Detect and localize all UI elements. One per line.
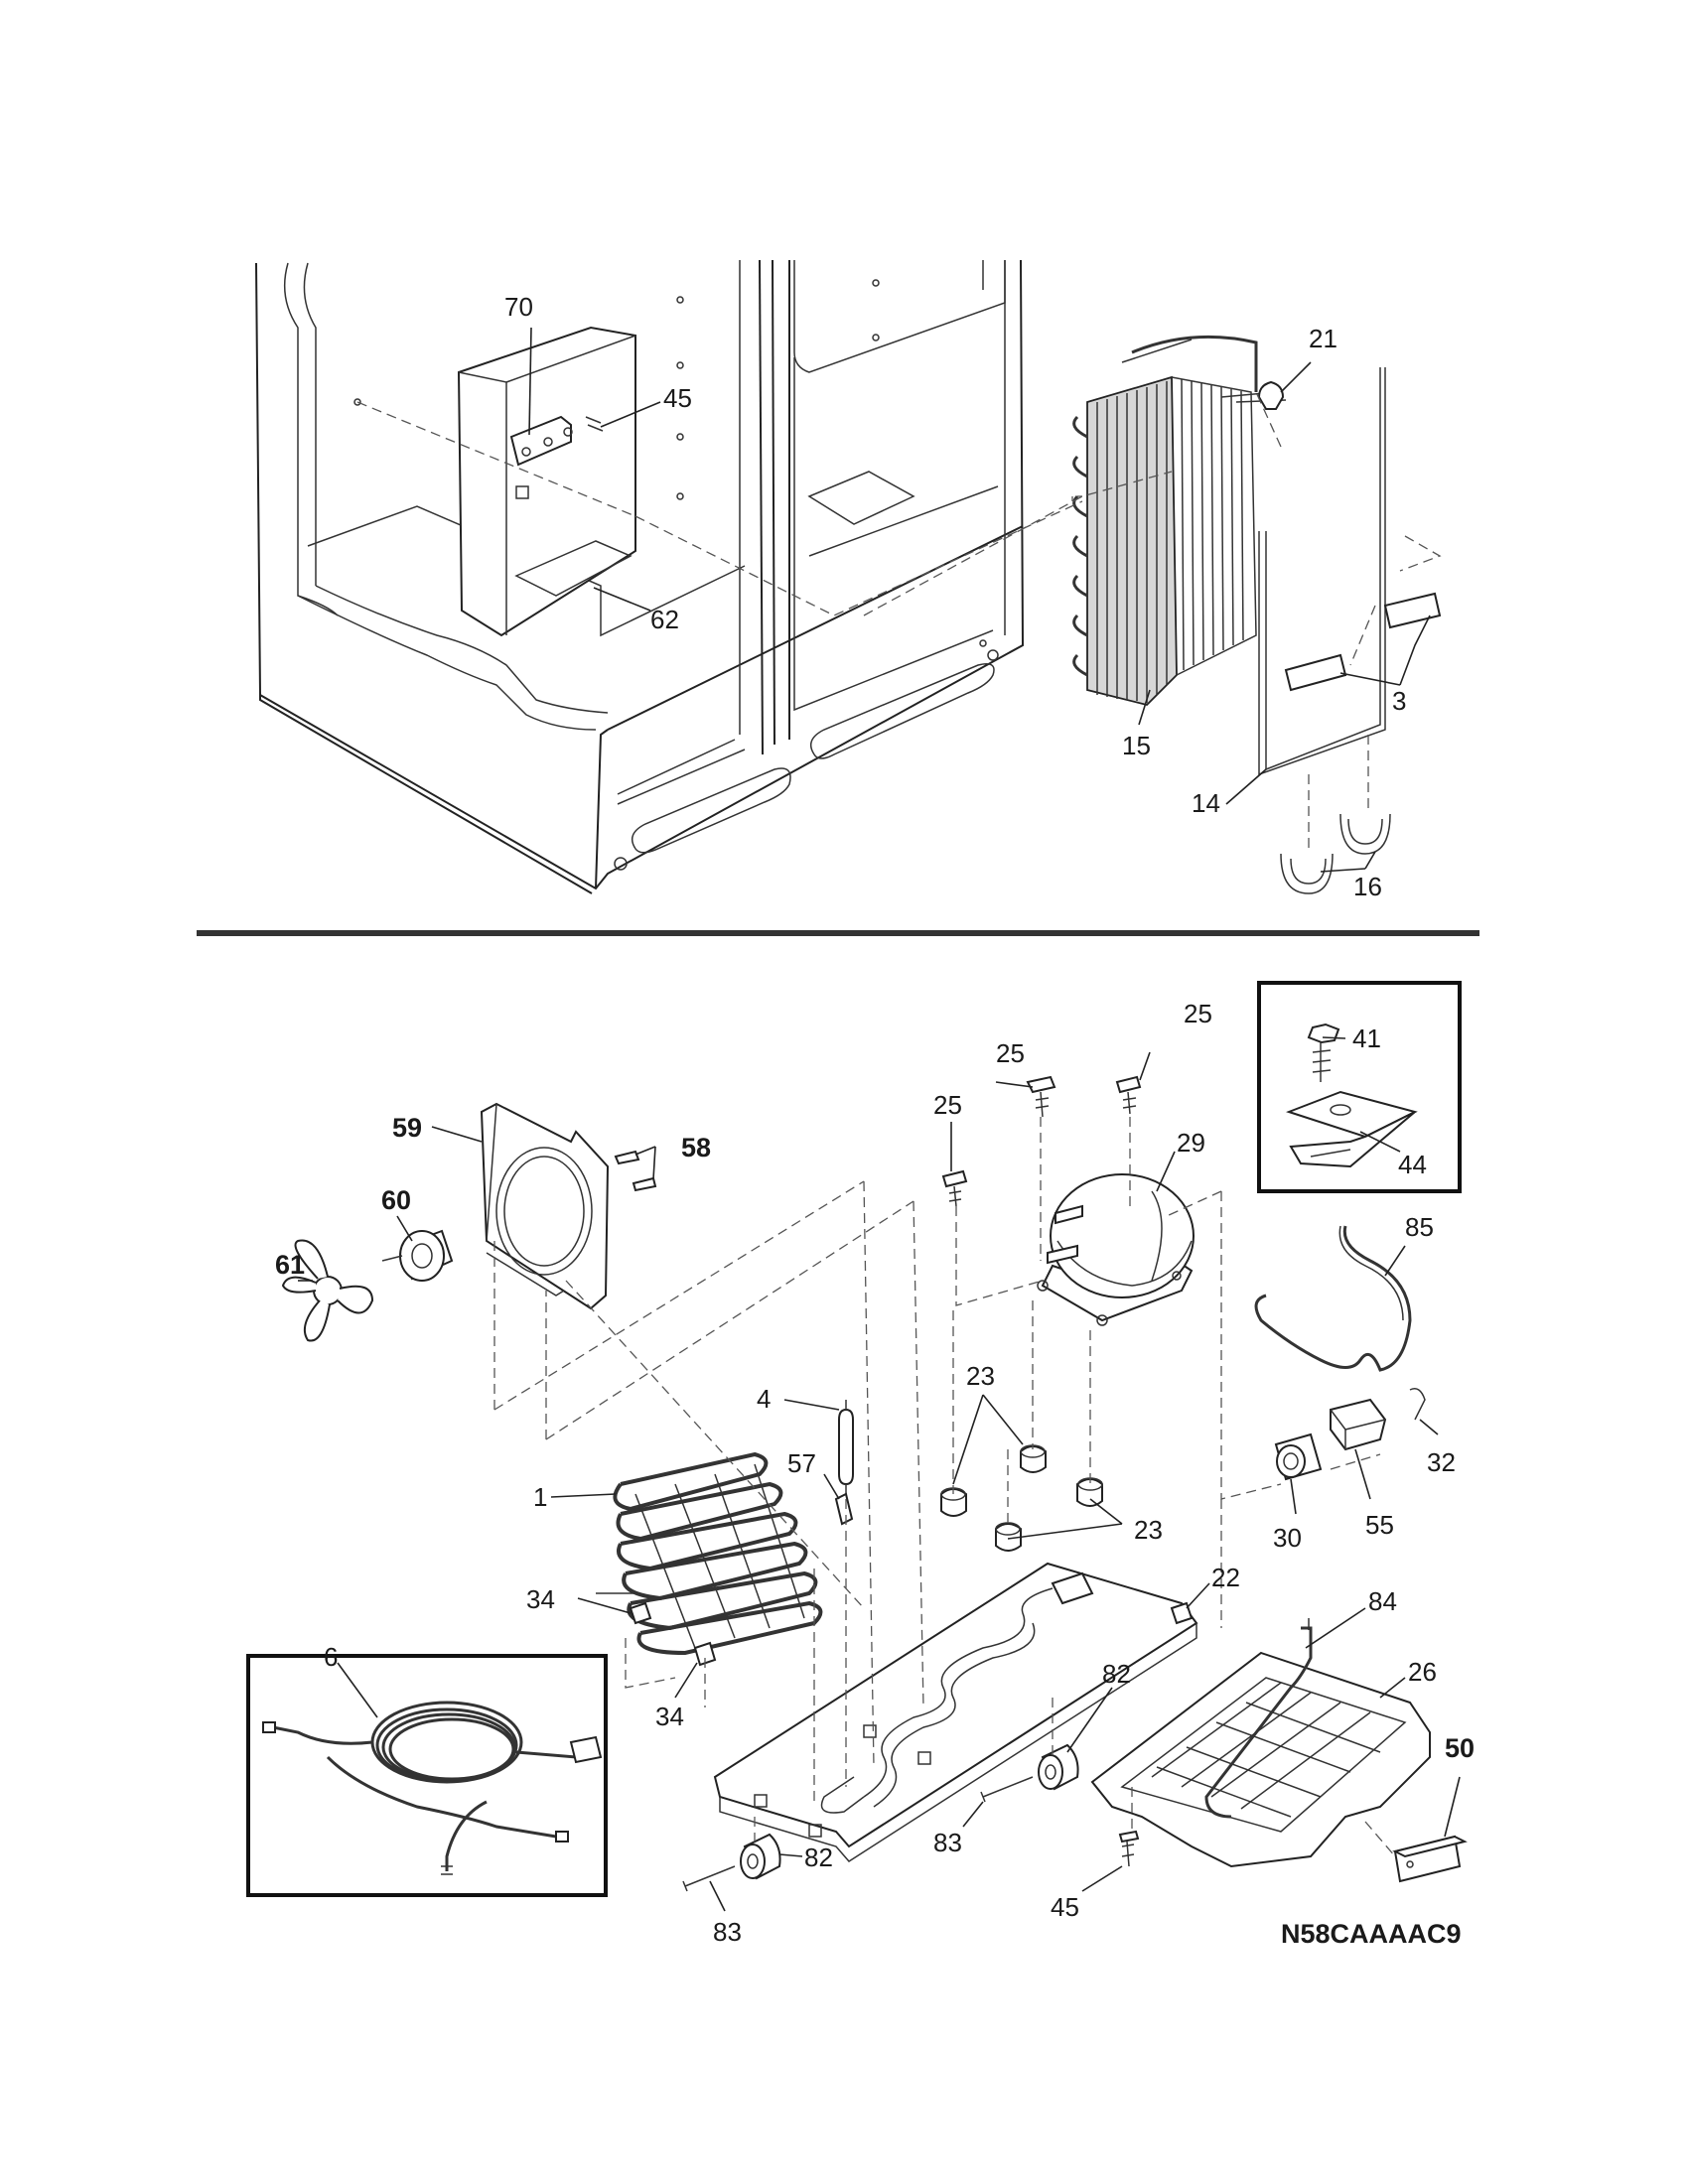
ice-bucket bbox=[457, 326, 636, 637]
callout-25-c: 25 bbox=[996, 1038, 1025, 1068]
condenser-spacers bbox=[629, 1601, 717, 1667]
sensor-module bbox=[1392, 1835, 1468, 1883]
callout-25-b: 25 bbox=[933, 1090, 962, 1120]
cabinet-assembly bbox=[255, 259, 1025, 894]
callout-25-a: 25 bbox=[1184, 999, 1212, 1028]
callout-45-top: 45 bbox=[663, 383, 692, 413]
compressor-base bbox=[713, 1562, 1198, 1862]
callout-6: 6 bbox=[324, 1642, 338, 1672]
tube-clip bbox=[834, 1492, 854, 1526]
relay-cover-clip bbox=[1409, 1388, 1426, 1421]
compressor bbox=[1037, 1173, 1195, 1326]
mounting-bolts bbox=[682, 1776, 1034, 1892]
fan-motor bbox=[381, 1229, 454, 1282]
pan-screw bbox=[1118, 1830, 1140, 1867]
callout-57: 57 bbox=[787, 1448, 816, 1478]
callout-23-b: 23 bbox=[1134, 1515, 1163, 1545]
top-guide-lines bbox=[356, 391, 1442, 854]
callout-61: 61 bbox=[275, 1250, 305, 1280]
callout-55: 55 bbox=[1365, 1510, 1394, 1540]
evaporator-coil bbox=[1072, 335, 1258, 706]
fan-blade bbox=[281, 1239, 374, 1342]
callout-59: 59 bbox=[392, 1113, 422, 1143]
drain-pan bbox=[1090, 1651, 1431, 1868]
callout-83-b: 83 bbox=[713, 1917, 742, 1947]
shroud-screws bbox=[614, 1150, 657, 1192]
top-leaders bbox=[528, 327, 1431, 873]
callout-34-b: 34 bbox=[655, 1702, 684, 1731]
inset-bracket-box bbox=[1257, 981, 1462, 1193]
callout-70: 70 bbox=[504, 292, 533, 322]
callout-60: 60 bbox=[381, 1185, 411, 1215]
callout-29: 29 bbox=[1177, 1128, 1205, 1158]
callout-26: 26 bbox=[1408, 1657, 1437, 1687]
filter-drier bbox=[838, 1400, 854, 1499]
grommets bbox=[940, 1444, 1103, 1552]
defrost-heater bbox=[1258, 367, 1442, 894]
condenser-coil bbox=[596, 1451, 823, 1656]
callout-62: 62 bbox=[650, 605, 679, 634]
discharge-tube bbox=[1254, 1225, 1412, 1372]
callout-83-a: 83 bbox=[933, 1828, 962, 1857]
section-divider bbox=[197, 930, 1479, 936]
drawing-code: N58CAAAAC9 bbox=[1281, 1919, 1462, 1949]
callout-82-b: 82 bbox=[804, 1843, 833, 1872]
drain-tube bbox=[1204, 1618, 1313, 1819]
callout-45-bottom: 45 bbox=[1051, 1892, 1079, 1922]
callout-1: 1 bbox=[533, 1482, 547, 1512]
callout-58: 58 bbox=[681, 1133, 711, 1162]
callout-21: 21 bbox=[1309, 324, 1337, 353]
callout-14: 14 bbox=[1192, 788, 1220, 818]
bucket-bracket bbox=[509, 415, 604, 467]
callout-15: 15 bbox=[1122, 731, 1151, 760]
fan-shroud bbox=[480, 1102, 610, 1310]
inset-power-cord-box bbox=[246, 1654, 608, 1897]
compressor-screws bbox=[941, 1075, 1142, 1207]
bottom-guide-lines bbox=[493, 1117, 1396, 1857]
callout-84: 84 bbox=[1368, 1586, 1397, 1616]
callout-4: 4 bbox=[757, 1384, 771, 1414]
callout-41: 41 bbox=[1352, 1024, 1381, 1053]
callout-labels: 70 45 62 21 3 15 14 16 25 25 25 41 44 59… bbox=[275, 292, 1475, 1949]
callout-82-a: 82 bbox=[1102, 1659, 1131, 1689]
callout-22: 22 bbox=[1211, 1563, 1240, 1592]
callout-50: 50 bbox=[1445, 1733, 1475, 1763]
bottom-leaders bbox=[298, 1036, 1461, 1912]
callout-44: 44 bbox=[1398, 1150, 1427, 1179]
thermistor bbox=[1220, 380, 1287, 410]
callout-85: 85 bbox=[1405, 1212, 1434, 1242]
callout-30: 30 bbox=[1273, 1523, 1302, 1553]
callout-32: 32 bbox=[1427, 1447, 1456, 1477]
callout-16: 16 bbox=[1353, 872, 1382, 901]
relay-overload bbox=[1274, 1398, 1387, 1481]
callout-3: 3 bbox=[1392, 686, 1406, 716]
callout-23-a: 23 bbox=[966, 1361, 995, 1391]
mounting-feet bbox=[740, 1743, 1079, 1880]
callout-34-a: 34 bbox=[526, 1584, 555, 1614]
